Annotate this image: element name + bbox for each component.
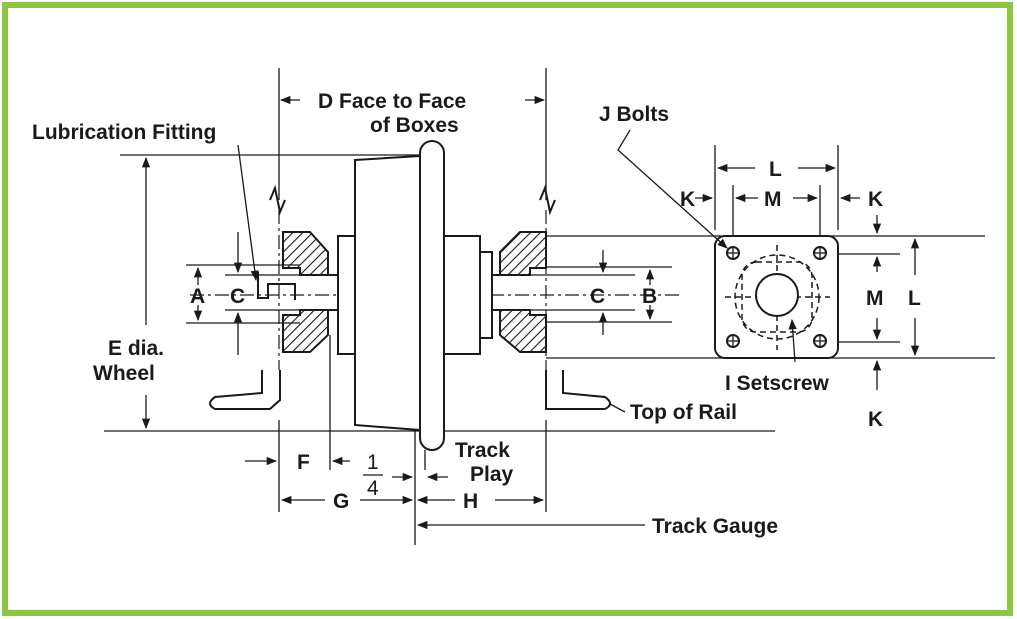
label-c-right: C <box>590 285 605 308</box>
label-d-face-to-face: D Face to Face <box>318 90 466 113</box>
plate-bore <box>755 273 799 317</box>
right-rail <box>545 370 611 410</box>
lubrication-fitting-shape <box>257 272 296 300</box>
label-l-top: L <box>769 158 782 181</box>
label-k-lower-right: K <box>868 408 883 431</box>
right-hub <box>443 235 481 355</box>
label-lubrication-fitting: Lubrication Fitting <box>32 121 216 144</box>
label-f: F <box>297 451 310 474</box>
left-journal-box-lower <box>282 309 329 353</box>
label-b: B <box>642 285 657 308</box>
label-k-right: K <box>868 188 883 211</box>
label-m-top: M <box>764 188 782 211</box>
wheel-flange <box>419 140 445 451</box>
lubrication-leader <box>237 144 259 282</box>
label-e-dia: E dia. <box>108 337 164 360</box>
label-top-of-rail: Top of Rail <box>630 401 737 424</box>
right-journal-box-lower <box>499 309 547 353</box>
label-setscrew: I Setscrew <box>725 372 830 395</box>
right-break-mark <box>539 184 556 216</box>
plate-inner-dashed <box>741 261 813 333</box>
label-k-left: K <box>680 188 695 211</box>
label-h: H <box>463 490 478 513</box>
label-j-bolts: J Bolts <box>599 103 669 126</box>
label-track-gauge: Track Gauge <box>652 515 778 538</box>
label-quarter-num: 1 <box>367 451 379 474</box>
label-m-right: M <box>866 287 884 310</box>
label-track: Track <box>455 439 510 462</box>
left-break-mark <box>269 184 286 216</box>
label-c-left: C <box>230 285 245 308</box>
label-of-boxes: of Boxes <box>370 114 459 137</box>
label-g: G <box>333 490 349 513</box>
label-play: Play <box>470 463 514 486</box>
right-journal-box-upper <box>499 231 547 276</box>
label-l-right: L <box>908 287 921 310</box>
label-wheel: Wheel <box>93 362 155 385</box>
right-hub-collar <box>479 251 493 339</box>
top-of-rail-leader <box>609 403 626 413</box>
setscrew-leader <box>788 318 797 363</box>
label-a: A <box>190 285 205 308</box>
j-bolts-leader <box>617 129 728 249</box>
wheel-body <box>354 154 421 432</box>
label-quarter-den: 4 <box>367 477 379 500</box>
left-rail <box>209 370 281 410</box>
left-journal-box-upper <box>282 231 329 276</box>
